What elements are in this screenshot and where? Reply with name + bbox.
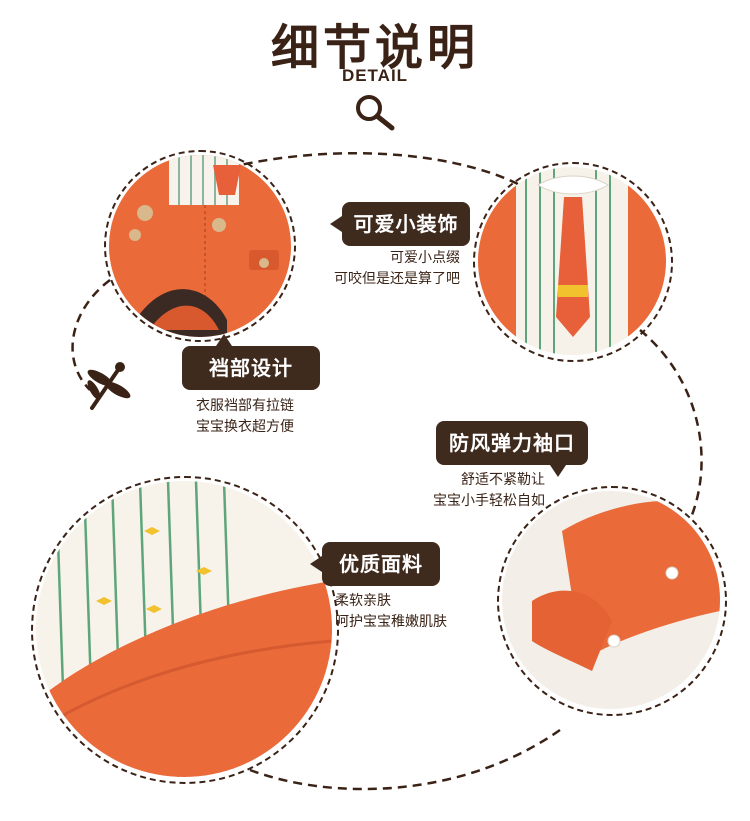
page-title: 细节说明	[270, 20, 479, 76]
feature-desc-fabric-line1: 柔软亲肤	[335, 593, 391, 609]
feature-badge-fabric: 优质面料	[310, 542, 440, 586]
detail-ring-cuff	[497, 486, 727, 716]
detail-ring-crotch	[104, 150, 296, 342]
feature-badge-crotch: 裆部设计	[182, 334, 320, 390]
feature-desc-crotch-line2: 宝宝换衣超方便	[196, 419, 294, 435]
search-icon	[356, 95, 395, 131]
feature-desc-decoration-line2: 可咬但是还是算了吧	[334, 271, 460, 287]
feature-badge-decoration: 可爱小装饰	[330, 202, 470, 246]
page-subtitle: DETAIL	[341, 66, 409, 85]
feature-badge-cuff: 防风弹力袖口	[436, 421, 588, 477]
detail-photo-tie	[478, 167, 666, 355]
detail-photo-cuff	[502, 491, 720, 709]
feature-desc-cuff-line2: 宝宝小手轻松自如	[433, 493, 545, 509]
detail-ring-fabric	[31, 476, 339, 784]
feature-desc-decoration-line1: 可爱小点缀	[390, 250, 460, 266]
feature-desc-cuff-line1: 舒适不紧勒让	[461, 472, 545, 488]
detail-ring-tie	[473, 162, 673, 362]
detail-photo-fabric	[36, 481, 332, 777]
feature-desc-fabric-line2: 呵护宝宝稚嫩肌肤	[335, 614, 447, 630]
dragonfly-icon	[87, 362, 131, 410]
detail-photo-crotch	[109, 155, 291, 337]
feature-desc-crotch-line1: 衣服裆部有拉链	[196, 398, 294, 414]
